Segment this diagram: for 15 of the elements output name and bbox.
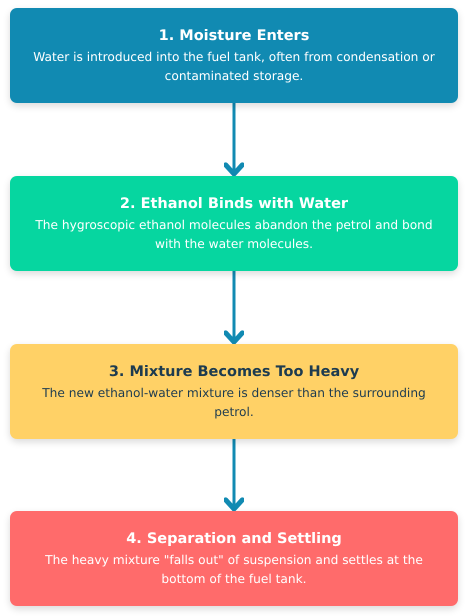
step-card (10, 344, 458, 439)
step-description: The heavy mixture "falls out" of suspension and settles at the bottom of the fuel tank. (44, 552, 424, 588)
step-card (10, 8, 458, 103)
step-title: 1. Moisture Enters (158, 26, 310, 46)
arrow (223, 438, 245, 512)
step-card (10, 176, 458, 271)
arrow (223, 102, 245, 176)
step-card (10, 511, 458, 606)
arrow (223, 270, 245, 344)
step-description: Water is introduced into the fuel tank, often from condensation or contaminated storage. (32, 48, 436, 84)
step-title: 3. Mixture Becomes Too Heavy (108, 362, 360, 382)
step-title: 4. Separation and Settling (126, 530, 342, 548)
step-description: The new ethanol-water mixture is denser than the surrounding petrol. (41, 384, 427, 420)
step-description: The hygroscopic ethanol molecules abandon the petrol and bond with the water molecules. (34, 216, 434, 252)
step-title: 2. Ethanol Binds with Water (120, 194, 348, 214)
